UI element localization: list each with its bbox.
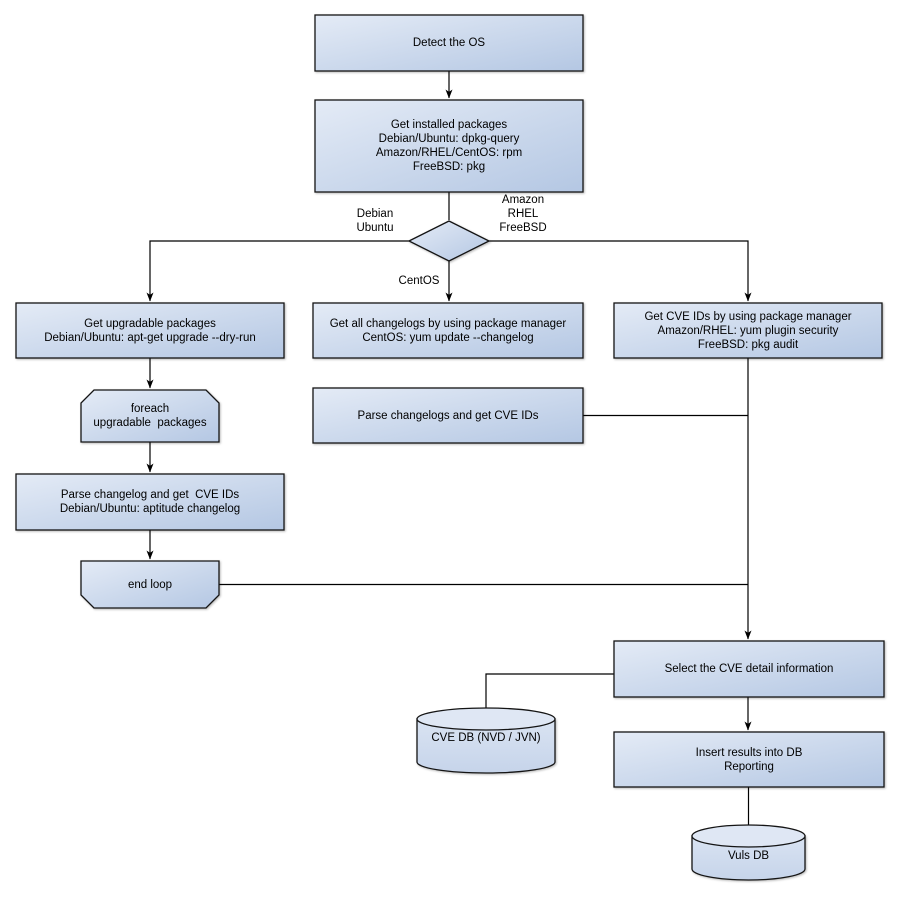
vuls-db-label: Vuls DB [727, 850, 770, 862]
shape-layer [15, 14, 885, 788]
node-get-cve-ids-right-label: Get CVE IDs by using package manager Ama… [644, 310, 852, 351]
cve-db-cylinder-top [416, 707, 556, 731]
node-get-upgradable-label: Get upgradable packages Debian/Ubuntu: a… [44, 317, 256, 344]
node-end-loop-shape [80, 560, 220, 609]
node-insert-results-shape [613, 731, 885, 788]
node-detect-os-shape [314, 14, 584, 72]
cve-db-cylinder-body [416, 718, 556, 774]
node-os-decision-diamond [407, 220, 491, 262]
edge-label-down-branch: CentOS [398, 274, 440, 287]
node-select-cve-shape [613, 640, 885, 698]
node-end-loop-label: end loop [127, 578, 173, 591]
vuls-db-cylinder-top [691, 824, 806, 848]
node-detect-os-label: Detect the OS [412, 37, 486, 49]
edge-label-right-branch: Amazon RHEL FreeBSD [499, 194, 547, 234]
node-get-installed-label: Get installed packages Debian/Ubuntu: dp… [375, 119, 523, 173]
node-get-cve-ids-right-shape [613, 302, 883, 359]
node-foreach-loop-shape [80, 389, 220, 443]
node-get-all-changelogs-shape [312, 302, 584, 359]
node-foreach-loop-label: foreach upgradable packages [93, 403, 207, 429]
node-get-installed-shape [314, 99, 584, 193]
node-get-upgradable-shape [15, 302, 285, 359]
edge-select-to-cvedb [485, 673, 614, 708]
node-parse-changelogs-mid-shape [312, 387, 584, 444]
node-parse-changelog-left-shape [15, 473, 285, 531]
node-get-all-changelogs-label: Get all changelogs by using package mana… [329, 317, 567, 344]
cve-db-label: CVE DB (NVD / JVN) [431, 732, 541, 744]
edge-label-left-branch: Debian Ubuntu [356, 208, 394, 234]
node-select-cve-label: Select the CVE detail information [664, 663, 834, 675]
edge-decision-to-getcve [489, 240, 752, 302]
connector-layer [146, 71, 752, 826]
cylinder-layer [416, 707, 806, 881]
node-parse-changelog-left-label: Parse changelog and get CVE IDs Debian/U… [59, 489, 241, 515]
node-insert-results-label: Insert results into DB Reporting [695, 746, 803, 773]
node-parse-changelogs-mid-label: Parse changelogs and get CVE IDs [357, 409, 539, 422]
edge-decision-to-upgradable [146, 240, 409, 302]
vuls-db-cylinder-body [691, 835, 806, 881]
